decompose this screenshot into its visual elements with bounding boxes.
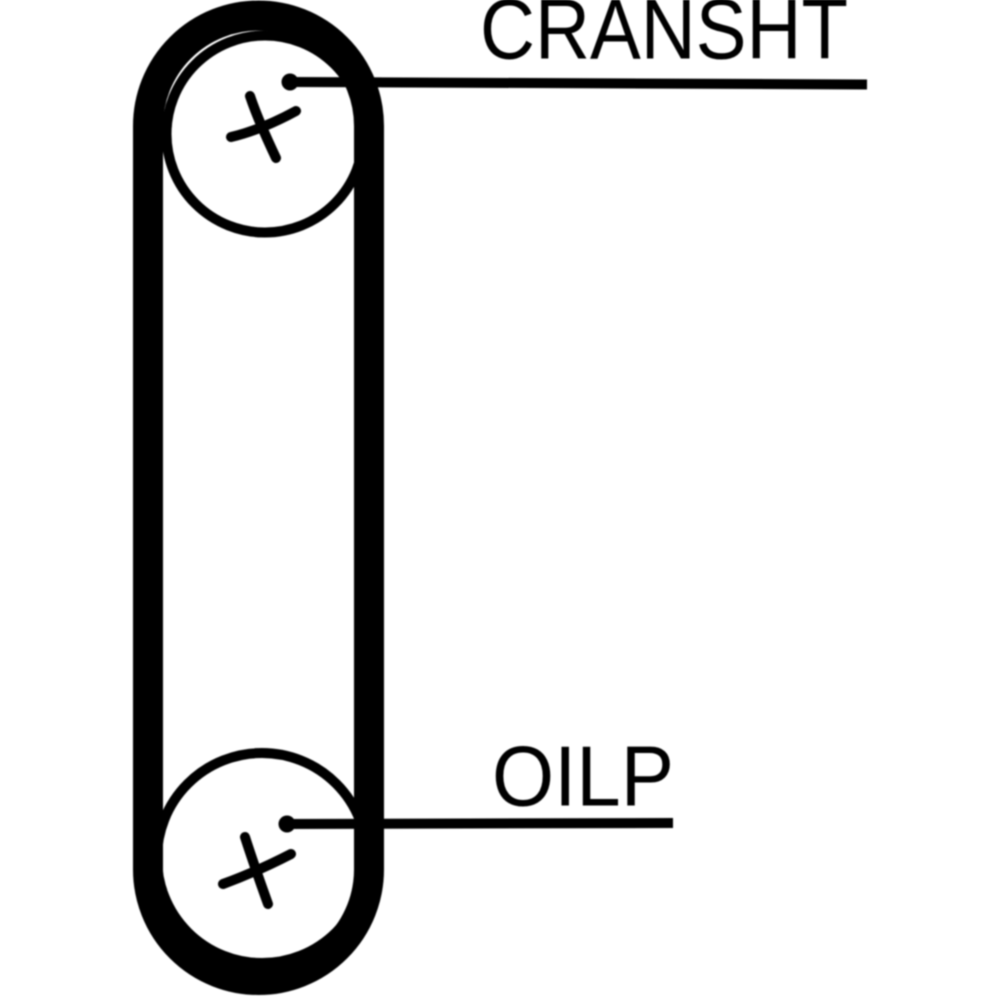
svg-text:CRANSHT: CRANSHT: [480, 0, 848, 78]
svg-text:OILP: OILP: [492, 730, 674, 825]
